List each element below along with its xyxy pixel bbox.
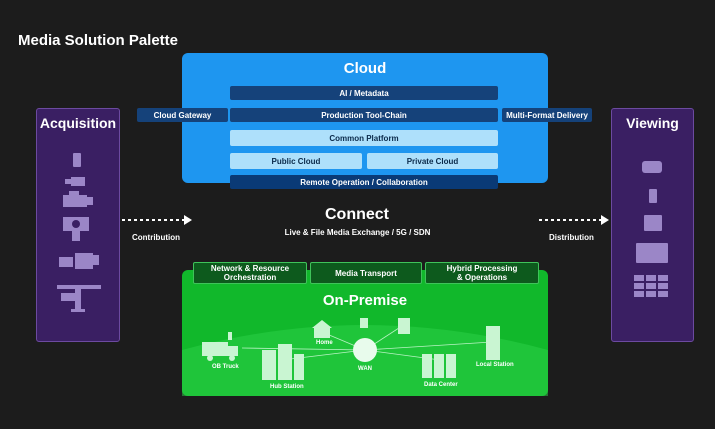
viewing-icons xyxy=(634,161,668,297)
onpremise-title: On-Premise xyxy=(322,292,408,309)
production-toolchain-bar: Production Tool-Chain xyxy=(230,108,498,122)
wan-icon xyxy=(353,338,377,362)
ob-truck-icon xyxy=(202,332,238,361)
wan-label: WAN xyxy=(358,366,372,372)
viewing-title: Viewing xyxy=(626,115,679,131)
acquisition-icons xyxy=(57,153,101,312)
ai-metadata-bar: AI / Metadata xyxy=(230,86,498,100)
video-wall-icon xyxy=(634,275,668,297)
home-icon xyxy=(312,320,332,338)
smartphone-icon xyxy=(649,189,657,203)
crane-camera-icon xyxy=(57,285,101,312)
distribution-arrow xyxy=(539,215,609,225)
local-station-icon xyxy=(486,326,500,360)
distribution-label: Distribution xyxy=(549,233,594,242)
tablet-icon xyxy=(644,215,662,231)
vr-headset-icon xyxy=(642,161,662,173)
media-transport-tab: Media Transport xyxy=(310,262,422,284)
private-cloud-bar: Private Cloud xyxy=(367,153,498,169)
drone-camera-icon xyxy=(59,253,99,269)
data-center-icon xyxy=(422,354,456,378)
cloud-title: Cloud xyxy=(343,60,387,77)
acquisition-panel: Acquisition xyxy=(36,108,120,342)
handheld-camera-icon xyxy=(73,153,81,167)
remote-operation-bar: Remote Operation / Collaboration xyxy=(230,175,498,189)
public-cloud-bar: Public Cloud xyxy=(230,153,362,169)
file-icon xyxy=(398,318,410,334)
data-center-label: Data Center xyxy=(424,382,458,388)
viewing-panel: Viewing xyxy=(611,108,694,342)
cloud-gateway-bar: Cloud Gateway xyxy=(137,108,228,122)
local-station-label: Local Station xyxy=(476,362,514,368)
broadcast-camera-icon xyxy=(63,191,93,207)
hybrid-processing-tab: Hybrid Processing & Operations xyxy=(425,262,539,284)
contribution-label: Contribution xyxy=(132,233,180,242)
ob-truck-label: OB Truck xyxy=(212,364,239,370)
acquisition-title: Acquisition xyxy=(39,115,117,131)
page-title: Media Solution Palette xyxy=(18,32,179,49)
onpremise-network-illustration: OB Truck Hub Station Home WAN Data Cente… xyxy=(182,318,548,396)
studio-camera-icon xyxy=(63,217,89,241)
hub-station-label: Hub Station xyxy=(270,384,304,390)
document-icon xyxy=(360,318,368,328)
contribution-arrow xyxy=(122,215,192,225)
television-icon xyxy=(636,243,668,263)
multiformat-delivery-bar: Multi-Format Delivery xyxy=(502,108,592,122)
connect-subtitle: Live & File Media Exchange / 5G / SDN xyxy=(284,228,431,237)
home-label: Home xyxy=(316,340,333,346)
camcorder-icon xyxy=(65,177,85,186)
network-orchestration-tab: Network & Resource Orchestration xyxy=(193,262,307,284)
hub-station-icon xyxy=(262,344,304,380)
connect-title: Connect xyxy=(325,206,389,223)
common-platform-bar: Common Platform xyxy=(230,130,498,146)
